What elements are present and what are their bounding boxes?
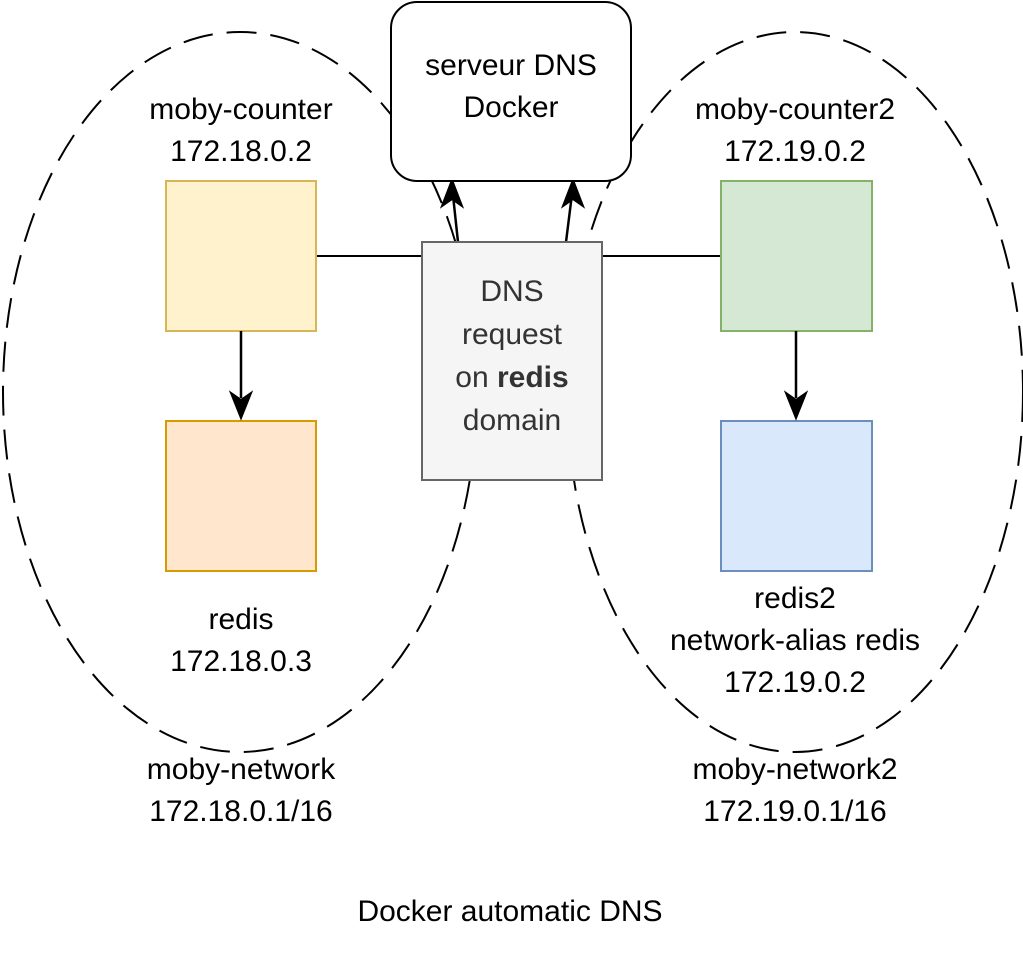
moby-network2-subnet: 172.19.0.1/16 [703,795,887,828]
dns-request-label: DNS request on redis domain [422,270,602,442]
redis2-node [720,420,873,572]
arrowhead-right [560,177,586,209]
moby-counter2-ip: 172.19.0.2 [724,135,866,168]
arrowhead-left [439,177,465,209]
dns-request-line4: domain [462,404,562,437]
redis2-label: redis2 network-alias redis 172.19.0.2 [635,578,955,704]
moby-network-subnet: 172.18.0.1/16 [149,795,333,828]
dns-server-label: serveur DNS Docker [391,45,631,129]
dns-request-domain: redis [497,361,569,394]
moby-counter2-name: moby-counter2 [694,93,896,126]
dns-request-box [421,241,603,481]
dns-server-line2: Docker [463,91,559,124]
moby-network2-label: moby-network2 172.19.0.1/16 [635,749,955,833]
dns-request-line1: DNS [480,275,544,308]
dns-server-line1: serveur DNS [425,49,597,82]
moby-counter-ip: 172.18.0.2 [170,135,312,168]
redis2-ip: 172.19.0.2 [724,666,866,699]
moby-network-name: moby-network [146,753,336,786]
arrowhead-counter-to-redis-left [228,390,254,421]
moby-counter-label: moby-counter 172.18.0.2 [100,89,382,173]
redis-ip: 172.18.0.3 [170,645,312,678]
redis-label: redis 172.18.0.3 [100,599,382,683]
moby-network2-name: moby-network2 [692,753,898,786]
dns-request-line3-prefix: on [455,361,497,394]
diagram-caption: Docker automatic DNS [357,895,663,928]
dns-request-line2: request [461,318,563,351]
moby-counter2-node [720,180,873,332]
moby-counter-node [165,180,317,332]
dns-server-box [390,1,632,182]
moby-counter-name: moby-counter [149,93,333,126]
redis-name: redis [208,603,274,636]
dns-request-line3: on redis [422,356,602,399]
redis-node [165,420,317,572]
redis2-name: redis2 [754,582,836,615]
arrowhead-counter-to-redis-right [783,390,809,421]
moby-counter2-label: moby-counter2 172.19.0.2 [645,89,945,173]
redis2-alias: network-alias redis [669,624,921,657]
moby-network-label: moby-network 172.18.0.1/16 [80,749,402,833]
